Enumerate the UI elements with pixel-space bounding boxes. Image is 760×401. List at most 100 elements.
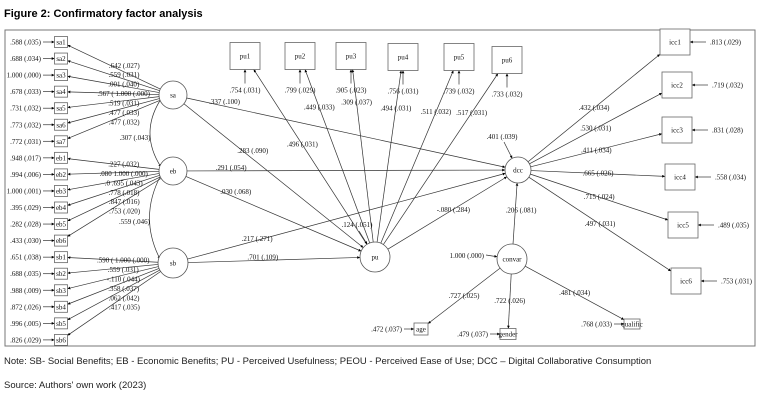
covariance-eb-sb [149, 171, 164, 260]
indicator-pu5 [443, 43, 475, 71]
path-arrow-sb-dcc [187, 172, 506, 260]
loading-label: .496 (.031) [287, 141, 319, 149]
indicator-label: eb5 [56, 221, 67, 229]
indicator-label: pu6 [502, 57, 513, 65]
loading-arrow [67, 266, 159, 290]
loading-arrow [67, 100, 161, 139]
indicator-label: sa1 [56, 39, 66, 47]
loading-label: .722 (.026) [494, 297, 526, 305]
indicator-label: pu2 [295, 53, 306, 61]
indicator-label: eb3 [56, 187, 67, 195]
error-label: .996 (.005) [10, 320, 42, 328]
indicator-sa5 [54, 102, 68, 115]
indicator-label: sb1 [56, 254, 66, 262]
loading-label: .497 (.031) [584, 220, 616, 228]
error-label: .472 (.037) [371, 326, 403, 334]
latent-pu [359, 241, 391, 273]
indicator-label: eb2 [56, 171, 67, 179]
error-label: .753 (.031) [721, 278, 753, 286]
loading-arrow [67, 173, 160, 191]
loading-label: .358 (.037) [108, 285, 140, 293]
loading-arrow [67, 268, 160, 305]
error-label: 1.000 (.001) [7, 187, 42, 195]
error-label: .994 (.006) [10, 171, 42, 179]
error-label: .433 (.030) [10, 237, 42, 245]
indicator-icc6 [670, 267, 702, 295]
loading-arrow [529, 92, 663, 165]
indicator-label: sa3 [56, 72, 66, 80]
loading-arrow [67, 96, 160, 109]
indicator-label: icc1 [669, 39, 681, 47]
loading-arrow [427, 267, 501, 324]
loading-arrow [376, 70, 403, 243]
path-arrow-sa-dcc [186, 97, 506, 169]
indicator-label: icc4 [674, 174, 686, 182]
covariance-sa-eb [149, 95, 164, 168]
indicator-label: eb1 [56, 154, 67, 162]
indicator-label: qualific [621, 321, 642, 329]
indicator-icc3 [661, 116, 693, 144]
error-label: .739 (.032) [444, 88, 476, 96]
loading-arrow [67, 90, 160, 95]
indicator-label: gender [498, 331, 518, 339]
error-label: .489 (.035) [718, 222, 750, 230]
indicator-eb5 [54, 218, 68, 230]
indicator-sb1 [54, 251, 68, 264]
error-label: .948 (.017) [10, 154, 42, 162]
error-label: .282 (.028) [10, 221, 42, 229]
error-label: .688 (.035) [10, 270, 42, 278]
loading-arrow [351, 69, 374, 243]
residual-arrow [358, 230, 368, 245]
path-label: .701 (.109) [247, 254, 279, 262]
loading-arrow [67, 157, 160, 170]
loading-label: .590 ( 1.000 (.000) [97, 257, 150, 265]
loading-label: .511 (.032) [421, 108, 452, 116]
indicator-label: sb2 [56, 270, 66, 278]
indicator-gender [499, 328, 517, 340]
latent-label: convar [502, 256, 522, 264]
loading-arrow [67, 176, 161, 222]
loading-arrow [67, 171, 160, 176]
indicator-label: pu1 [240, 53, 251, 61]
latent-sb [157, 247, 189, 279]
figure-title: Figure 2: Confirmatory factor analysis [4, 8, 203, 20]
loading-arrow [528, 176, 672, 272]
indicator-label: sa5 [56, 105, 66, 113]
loading-arrow [507, 273, 512, 329]
error-label: .905 (.023) [336, 87, 368, 95]
error-label: .588 (.035) [10, 39, 42, 47]
loading-label: .665 (.026) [583, 169, 615, 177]
indicator-eb6 [54, 234, 68, 247]
loading-arrow [67, 98, 160, 124]
error-label: .558 (.034) [715, 174, 747, 182]
indicator-pu6 [491, 46, 523, 74]
latent-label: pu [372, 254, 380, 262]
loading-label: .727 (.025) [449, 292, 481, 300]
latent-label: sa [170, 92, 177, 100]
indicator-sb2 [54, 267, 68, 280]
indicator-eb3 [54, 185, 68, 197]
indicator-label: icc3 [671, 127, 683, 135]
loading-arrow [67, 44, 161, 90]
indicator-label: eb6 [56, 237, 67, 245]
indicator-pu2 [284, 42, 316, 70]
loading-label: .432 (.034) [579, 104, 611, 112]
latent-convar [496, 243, 528, 275]
residual-arrow [485, 254, 498, 258]
loading-label: .309 (.037) [341, 98, 373, 106]
edges-layer [43, 40, 717, 342]
indicator-pu3 [335, 42, 367, 70]
error-label: .678 (.033) [10, 88, 42, 96]
path-label: .206 (.081) [506, 207, 538, 215]
error-label: .731 (.032) [10, 105, 42, 113]
indicator-label: sa6 [56, 121, 66, 129]
error-label: .479 (.037) [457, 331, 489, 339]
loading-label: .778 (.018) [109, 189, 141, 197]
residual-arrow [503, 141, 513, 159]
indicator-eb4 [54, 201, 68, 214]
error-label: .826 (.029) [10, 336, 42, 344]
loading-label: .227 (.032) [108, 160, 140, 168]
loading-label: .517 (.031) [456, 109, 488, 117]
indicator-sa3 [54, 69, 68, 81]
